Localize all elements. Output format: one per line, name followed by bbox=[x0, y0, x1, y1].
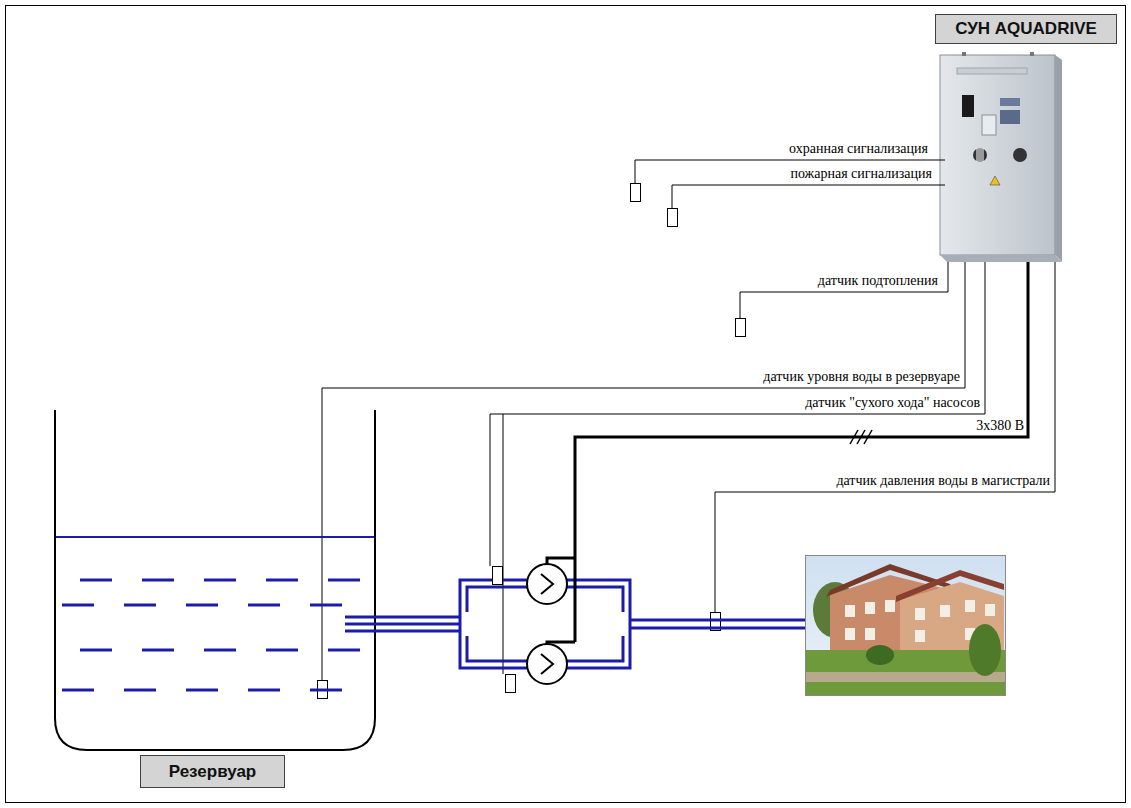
signal-label: датчик "сухого хода" насосов bbox=[805, 395, 980, 411]
building-picture bbox=[806, 556, 1006, 696]
pump-symbols bbox=[527, 564, 567, 684]
label-box: Резервуар bbox=[140, 755, 285, 788]
signal-wires bbox=[322, 160, 1055, 680]
signal-label: датчик уровня воды в резервуаре bbox=[763, 369, 960, 385]
tank bbox=[55, 410, 375, 750]
signal-label: охранная сигнализация bbox=[789, 141, 928, 157]
sensor-symbols bbox=[493, 567, 516, 693]
frame bbox=[6, 6, 1126, 803]
control-cabinet bbox=[940, 52, 1062, 262]
signal-label: датчик давления воды в магистрали bbox=[836, 473, 1050, 489]
label-box: СУН AQUADRIVE bbox=[935, 14, 1117, 44]
box-title: СУН AQUADRIVE bbox=[955, 19, 1097, 39]
three-phase-mark bbox=[850, 430, 872, 444]
signal-label: 3x380 В bbox=[976, 418, 1024, 434]
signal-label: датчик подтопления bbox=[818, 273, 938, 289]
box-title: Резервуар bbox=[169, 762, 257, 782]
signal-label: пожарная сигнализация bbox=[790, 166, 932, 182]
